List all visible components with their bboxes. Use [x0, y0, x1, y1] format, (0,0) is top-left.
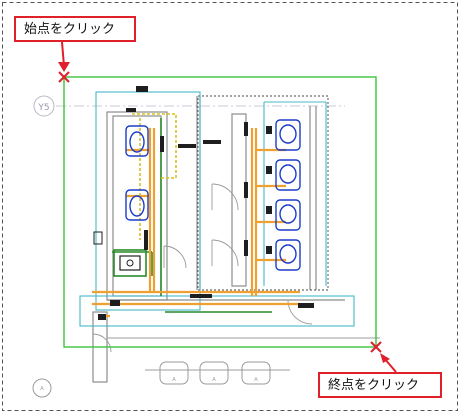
building-walls [92, 96, 380, 383]
start-point-callout: 始点をクリック [14, 16, 136, 42]
selection-rectangle [63, 76, 377, 348]
fixture-label: A [172, 377, 176, 383]
end-point-callout: 終点をクリック [318, 372, 442, 398]
lower-fixture-labels: A A A A [40, 377, 258, 392]
start-leader-arrow [58, 62, 70, 72]
left-toilets [125, 125, 149, 221]
grid-reference: Y5 [33, 95, 345, 117]
fixture-label: A [40, 386, 44, 392]
fixture-label: A [212, 377, 216, 383]
grid-bubble [33, 95, 55, 117]
grid-label: Y5 [37, 103, 49, 113]
orange-piping [92, 128, 300, 318]
room-outline [197, 95, 329, 291]
start-point-marker[interactable] [58, 71, 70, 83]
washbasin [113, 249, 147, 277]
fixture-label: A [254, 377, 258, 383]
right-toilets [275, 119, 301, 271]
lower-sinks [32, 361, 271, 398]
end-point-marker[interactable] [370, 341, 382, 353]
equipment-blocks [93, 86, 314, 320]
end-leader-arrow [380, 353, 390, 363]
